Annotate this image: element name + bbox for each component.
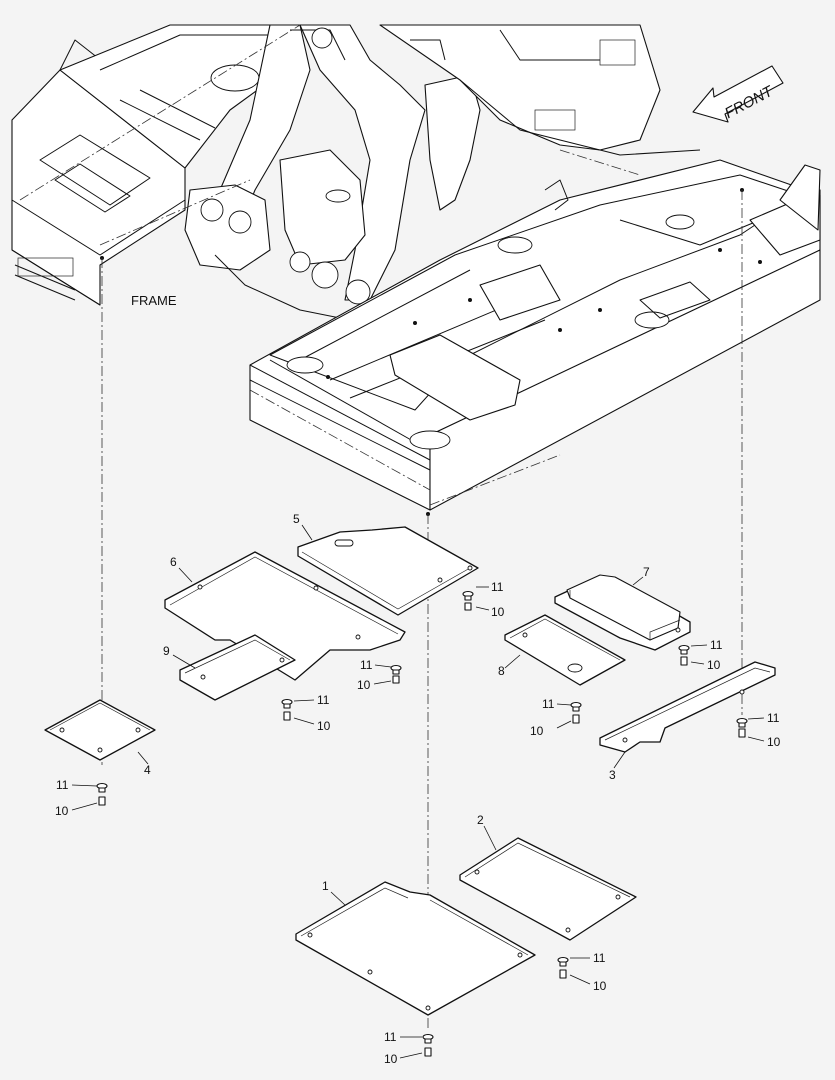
frame-centerlines (19, 24, 641, 506)
callout-bolt-10: 10 (707, 658, 721, 672)
callout-washer-11: 11 (767, 711, 780, 725)
frame-structure (11, 24, 821, 516)
cover-box-7 (554, 574, 691, 651)
callout-bolt-10: 10 (55, 804, 69, 818)
callout-bolt-10: 10 (491, 605, 505, 619)
callout-part-3: 3 (609, 768, 616, 782)
leader-lines (71, 524, 765, 1059)
callout-part-5: 5 (293, 512, 300, 526)
callout-washer-11: 11 (56, 778, 69, 792)
callout-washer-11: 11 (317, 693, 330, 707)
callout-bolt-10: 10 (384, 1052, 398, 1066)
cover-strip-3 (599, 661, 776, 753)
callout-washer-11: 11 (384, 1030, 397, 1044)
callout-part-9: 9 (163, 644, 170, 658)
callout-part-7: 7 (643, 565, 650, 579)
callout-part-8: 8 (498, 664, 505, 678)
callout-bolt-10: 10 (357, 678, 371, 692)
callout-part-2: 2 (477, 813, 484, 827)
callout-part-4: 4 (144, 763, 151, 777)
callout-part-6: 6 (170, 555, 177, 569)
callout-bolt-10: 10 (317, 719, 331, 733)
callout-washer-11: 11 (491, 580, 504, 594)
callout-washer-11: 11 (710, 638, 723, 652)
cover-plate-9 (179, 634, 296, 701)
cover-plate-8 (504, 614, 626, 686)
assembly-lines (101, 190, 743, 1030)
cover-plate-6 (164, 551, 406, 681)
cover-plate-1 (295, 881, 536, 1016)
callout-washer-11: 11 (360, 658, 373, 672)
callout-bolt-10: 10 (530, 724, 544, 738)
cover-plate-4 (44, 699, 156, 761)
cover-plate-5 (297, 526, 479, 616)
fasteners (96, 590, 748, 1057)
callout-bolt-10: 10 (593, 979, 607, 993)
callout-washer-11: 11 (593, 951, 606, 965)
front-direction-arrow: FRONT (692, 65, 784, 123)
callouts: 5 6 9 7 8 3 4 2 1 11 10 11 10 11 10 11 1… (55, 512, 781, 1066)
callout-washer-11: 11 (542, 697, 555, 711)
callout-bolt-10: 10 (767, 735, 781, 749)
cover-plate-2 (459, 837, 637, 941)
frame-label: FRAME (131, 293, 177, 308)
callout-part-1: 1 (322, 879, 329, 893)
